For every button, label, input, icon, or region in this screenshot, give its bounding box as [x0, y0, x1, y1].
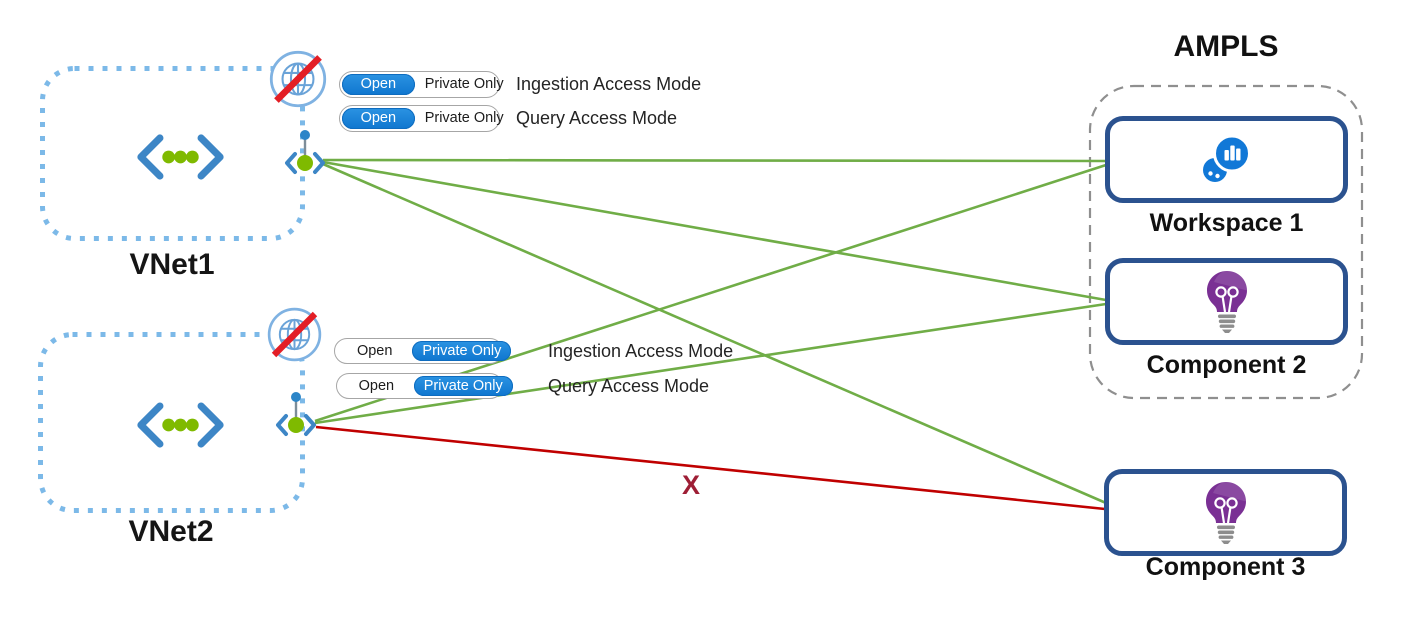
- blocked-connection-x-marker: X: [682, 470, 701, 500]
- no-internet-globe-icon: [269, 50, 327, 108]
- app-insights-icon: [1205, 481, 1246, 544]
- connection-vnet2-to-component3-blocked: [315, 425, 1106, 511]
- vnet1-boundary: [40, 66, 305, 241]
- vnet2-boundary: [38, 332, 305, 513]
- vnet2-ingestion-toggle[interactable]: Open Private Only: [334, 338, 512, 364]
- connection-vnet1-to-component2: [322, 160, 1107, 302]
- vnet1-label: VNet1: [129, 248, 215, 281]
- toggle-option-private-only[interactable]: Private Only: [413, 376, 513, 396]
- component2-box: [1105, 258, 1348, 345]
- toggle-option-private-only[interactable]: Private Only: [412, 341, 512, 361]
- component3-box: [1104, 469, 1347, 556]
- toggle-option-open[interactable]: Open: [342, 74, 415, 95]
- vnet1-ingestion-toggle[interactable]: Open Private Only: [339, 71, 504, 98]
- workspace1-box: [1105, 116, 1348, 203]
- vnet1-query-toggle[interactable]: Open Private Only: [339, 105, 504, 132]
- vnet2-label: VNet2: [128, 515, 214, 548]
- toggle-option-open[interactable]: Open: [342, 108, 415, 129]
- toggle-option-open[interactable]: Open: [356, 342, 393, 359]
- private-endpoint-icon: [285, 130, 325, 174]
- workspace1-label: Workspace 1: [1149, 209, 1304, 237]
- no-internet-globe-icon: [267, 307, 322, 362]
- vnet1-query-mode-label: Query Access Mode: [516, 108, 678, 128]
- toggle-option-open[interactable]: Open: [358, 377, 395, 394]
- ampls-title: AMPLS: [1173, 30, 1279, 63]
- component2-label: Component 2: [1146, 351, 1307, 379]
- app-insights-icon: [1206, 270, 1247, 333]
- component3-label: Component 3: [1145, 553, 1306, 581]
- ampls-boundary: [1088, 84, 1364, 400]
- connection-vnet1-to-component3: [322, 162, 1107, 505]
- virtual-network-icon: [137, 402, 224, 448]
- vnet2-query-toggle[interactable]: Open Private Only: [336, 373, 513, 399]
- vnet2-ingestion-mode-label: Ingestion Access Mode: [548, 341, 734, 361]
- toggle-option-private-only[interactable]: Private Only: [424, 110, 504, 127]
- virtual-network-icon: [137, 134, 224, 180]
- connection-vnet1-to-workspace1: [322, 158, 1107, 163]
- connection-vnet2-to-component2: [314, 302, 1107, 425]
- vnet1-ingestion-mode-label: Ingestion Access Mode: [516, 74, 702, 94]
- vnet2-query-mode-label: Query Access Mode: [548, 376, 710, 396]
- private-endpoint-icon: [276, 392, 316, 436]
- log-analytics-workspace-icon: [1202, 134, 1251, 182]
- toggle-option-private-only[interactable]: Private Only: [424, 76, 504, 93]
